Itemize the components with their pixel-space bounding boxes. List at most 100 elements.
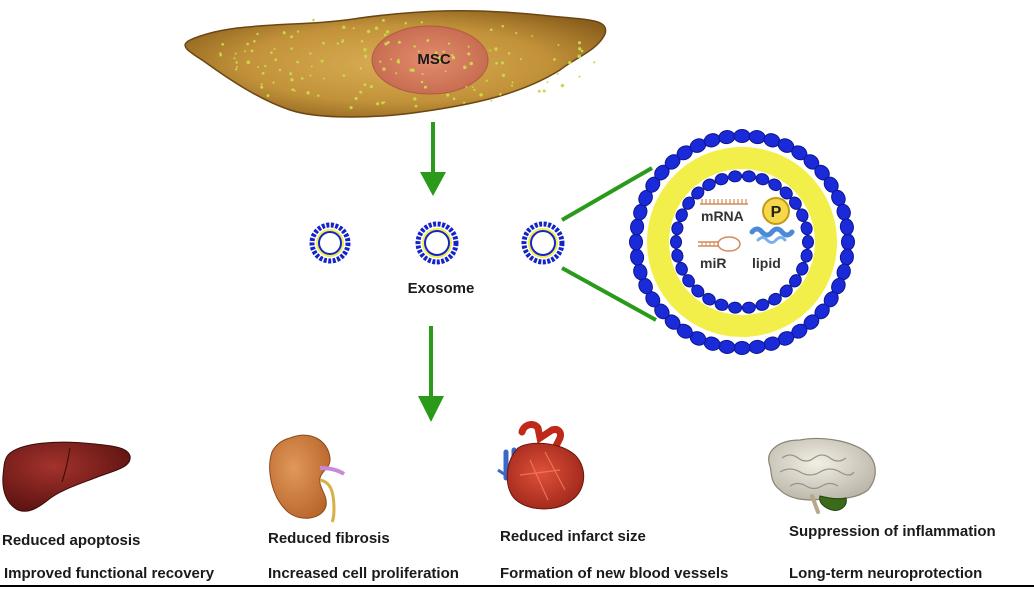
granule xyxy=(309,74,312,77)
granule xyxy=(501,73,505,77)
membrane-bead xyxy=(702,178,716,192)
granule xyxy=(282,31,286,35)
granule xyxy=(442,50,445,53)
granule xyxy=(390,58,393,61)
granule xyxy=(310,65,313,68)
granule xyxy=(293,89,296,92)
membrane-bead xyxy=(789,274,802,288)
granule xyxy=(244,50,247,53)
granule xyxy=(479,93,483,97)
granule xyxy=(413,45,416,48)
granule xyxy=(467,52,471,56)
arrow-down-icon-2 xyxy=(418,326,444,422)
granule xyxy=(363,48,367,52)
effect-heart-secondary: Formation of new blood vessels xyxy=(500,565,728,582)
granule xyxy=(537,89,541,93)
membrane-bead xyxy=(748,339,766,354)
protein-icon: P xyxy=(762,197,790,225)
granule xyxy=(342,25,346,29)
granule xyxy=(434,51,438,55)
granule xyxy=(349,106,353,110)
granule xyxy=(296,60,299,64)
membrane-bead xyxy=(796,261,809,276)
membrane-bead xyxy=(682,274,695,288)
granule xyxy=(490,99,493,102)
membrane-bead xyxy=(682,196,695,210)
granule xyxy=(289,72,293,76)
membrane-bead xyxy=(630,248,645,266)
granule xyxy=(291,88,295,91)
effect-brain-primary: Suppression of inflammation xyxy=(789,523,996,540)
effect-liver-primary: Reduced apoptosis xyxy=(2,532,140,549)
exosome-large xyxy=(629,129,855,355)
membrane-bead xyxy=(671,221,684,236)
granule xyxy=(507,52,511,55)
granule xyxy=(557,44,560,47)
effect-kidney-secondary: Increased cell proliferation xyxy=(268,565,459,582)
granule xyxy=(359,67,362,70)
granule xyxy=(495,61,498,65)
granule xyxy=(272,81,275,84)
granule xyxy=(469,61,473,66)
membrane-bead xyxy=(839,218,854,236)
granule xyxy=(273,47,276,50)
mrna-icon: mRNA xyxy=(700,199,748,224)
granule xyxy=(414,104,418,108)
granule xyxy=(542,89,546,93)
exosome-small-3 xyxy=(521,221,565,265)
granule xyxy=(467,45,470,48)
membrane-bead xyxy=(779,284,793,298)
granule xyxy=(420,21,423,24)
granule xyxy=(383,101,386,104)
granule xyxy=(383,33,387,37)
membrane-bead xyxy=(789,196,802,210)
membrane-bead xyxy=(671,248,684,263)
granule xyxy=(312,18,315,22)
granule xyxy=(290,47,293,50)
granule xyxy=(354,96,358,101)
granule xyxy=(420,80,424,84)
membrane-bead xyxy=(800,248,813,263)
kidney-icon xyxy=(269,434,346,523)
granule xyxy=(376,102,380,106)
granule xyxy=(317,94,320,97)
granule xyxy=(510,84,514,87)
granule xyxy=(352,27,355,30)
granule xyxy=(221,43,225,46)
granule xyxy=(411,68,415,72)
membrane-bead xyxy=(691,186,705,200)
granule xyxy=(417,50,420,53)
membrane-bead xyxy=(733,341,751,355)
granule xyxy=(257,65,260,68)
granule xyxy=(489,28,493,32)
membrane-bead xyxy=(800,221,813,236)
granule xyxy=(438,55,442,60)
membrane-bead xyxy=(802,235,814,249)
lipid-icon: lipid xyxy=(749,226,795,271)
lipid-label: lipid xyxy=(752,255,781,271)
granule xyxy=(266,94,270,98)
membrane-bead xyxy=(714,173,729,186)
membrane-bead xyxy=(670,235,682,249)
granule xyxy=(413,97,417,101)
membrane-bead xyxy=(718,339,736,354)
granule xyxy=(256,32,259,36)
granule xyxy=(438,60,442,64)
granule xyxy=(290,35,294,39)
granule xyxy=(494,47,498,51)
granule xyxy=(360,39,364,43)
msc-cell xyxy=(184,9,607,118)
exosome-small-2 xyxy=(415,221,459,265)
granule xyxy=(465,85,468,88)
brain-icon xyxy=(768,437,876,514)
granule xyxy=(253,39,256,43)
granule xyxy=(278,68,282,72)
effect-kidney-primary: Reduced fibrosis xyxy=(268,530,390,547)
effect-liver-secondary: Improved functional recovery xyxy=(4,565,215,582)
membrane-bead xyxy=(675,208,688,223)
granule xyxy=(260,85,264,89)
granule xyxy=(366,29,371,34)
mrna-label: mRNA xyxy=(701,208,744,224)
granule xyxy=(471,86,474,89)
granule xyxy=(446,93,450,97)
